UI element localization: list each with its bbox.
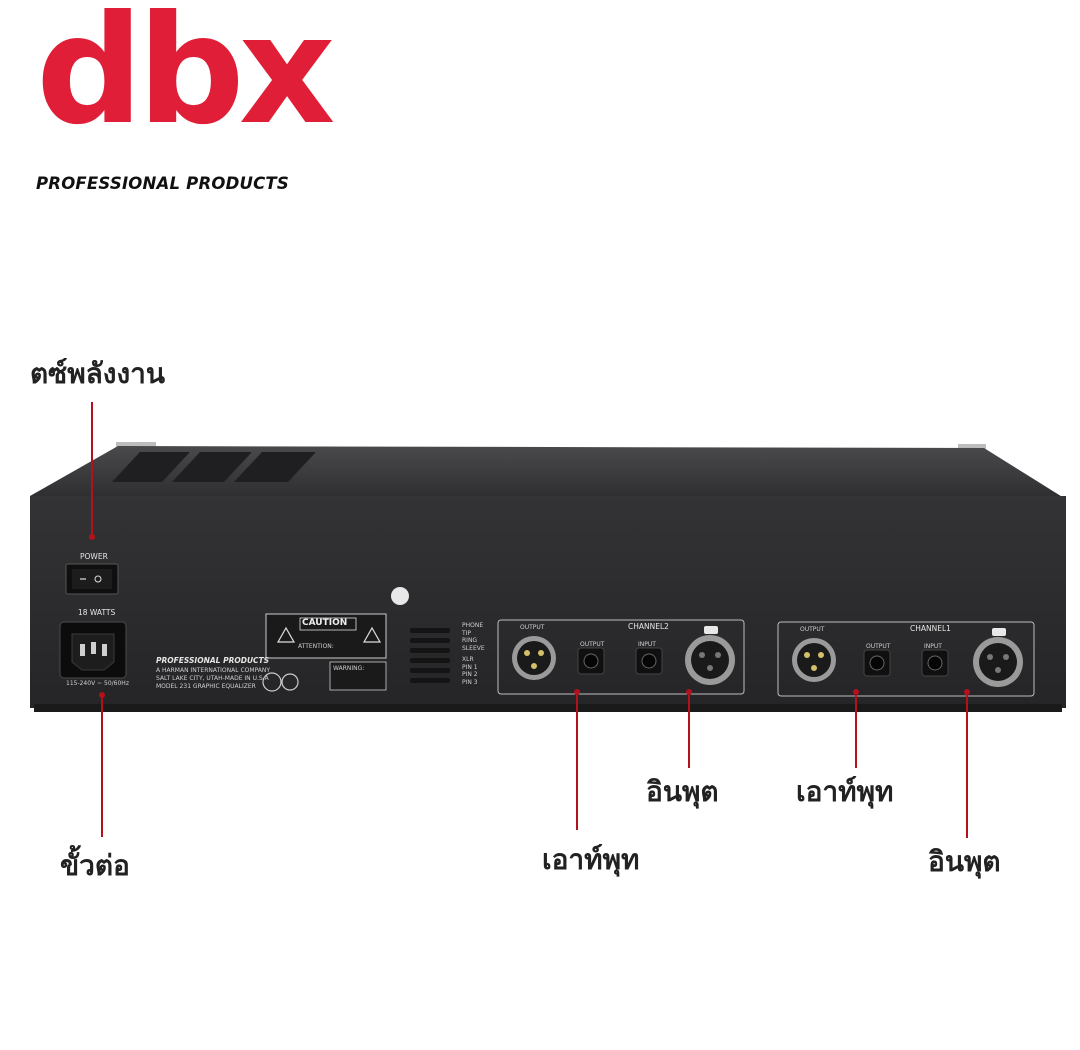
ch1-xlr-output-jack[interactable] [792, 638, 836, 682]
callout-dot-power-connector [99, 692, 105, 698]
logo-wordmark: dbx [36, 0, 335, 158]
label-ch1-input: อินพุต [928, 845, 1001, 878]
ch2-phone-input-label: INPUT [638, 641, 656, 648]
callout-line-ch2-input [688, 692, 690, 768]
label-power-connector: ขั้วต่อ [60, 849, 130, 882]
serial-sticker [391, 587, 409, 605]
channel2-label: CHANNEL2 [628, 622, 669, 631]
ch1-phone-output-jack[interactable] [863, 649, 891, 677]
company-line-3: MODEL 231 GRAPHIC EQUALIZER [156, 683, 256, 690]
power-switch-rocker [72, 569, 112, 589]
rear-vents [410, 628, 450, 683]
ch2-xlr-output-label: OUTPUT [520, 624, 545, 631]
device-body [30, 442, 1066, 712]
attention-text: ATTENTION: [298, 643, 334, 650]
xlr-legend-pin1: PIN 1 [462, 663, 478, 671]
company-line-1: A HARMAN INTERNATIONAL COMPANY [156, 667, 271, 674]
ch2-xlr-input-jack[interactable] [685, 626, 735, 685]
label-power-switch: ตซ์พลังงาน [30, 357, 166, 390]
equalizer-rear-panel: POWER 18 WATTS 115-240V ~ 50/60Hz PROFES… [30, 438, 1070, 720]
label-ch1-output: เอาท์พุท [796, 775, 894, 808]
bottom-edge [34, 704, 1062, 712]
xlr-legend-pin3: PIN 3 [462, 678, 478, 686]
callout-dot-ch1-input [964, 689, 970, 695]
csa-mark [262, 672, 282, 692]
ch2-phone-output-label: OUTPUT [580, 641, 605, 648]
channel1-label: CHANNEL1 [910, 624, 951, 633]
ch1-phone-output-label: OUTPUT [866, 643, 891, 650]
xlr-legend-title: XLR [462, 656, 474, 663]
callout-line-ch1-input [966, 692, 968, 838]
watts-label: 18 WATTS [78, 608, 116, 617]
phone-legend-tip: TIP [462, 629, 472, 637]
power-panel-label: POWER [80, 552, 108, 561]
label-ch2-output: เอาท์พุท [542, 843, 640, 876]
ul-mark [281, 673, 299, 691]
ch1-xlr-output-label: OUTPUT [800, 626, 825, 633]
ch2-phone-output-jack[interactable] [577, 647, 605, 675]
callout-line-ch1-output [855, 692, 857, 768]
xlr-legend: XLR PIN 1 PIN 2 PIN 3 [462, 656, 478, 686]
warning-text: WARNING: [333, 665, 365, 672]
ch1-phone-input-label: INPUT [924, 643, 942, 650]
callout-line-ch2-output [576, 692, 578, 830]
callout-dot-ch2-input [686, 689, 692, 695]
phone-legend-ring: RING [462, 637, 478, 644]
channel1-section [777, 621, 1035, 697]
ch1-phone-input-jack[interactable] [921, 649, 949, 677]
top-vents [112, 452, 316, 482]
caution-label [265, 613, 387, 659]
logo-tagline: PROFESSIONAL PRODUCTS [36, 174, 289, 193]
company-line-2: SALT LAKE CITY, UTAH-MADE IN U.S.A [156, 675, 269, 682]
callout-dot-power-switch [89, 534, 95, 540]
caution-title: CAUTION [302, 618, 348, 628]
callout-line-power-switch [91, 402, 93, 538]
ch2-xlr-output-jack[interactable] [512, 636, 556, 680]
phone-legend-title: PHONE [462, 622, 484, 629]
callout-dot-ch2-output [574, 689, 580, 695]
panel-brand-text: PROFESSIONAL PRODUCTS [156, 656, 270, 665]
ch1-xlr-input-jack[interactable] [973, 628, 1023, 687]
voltage-label: 115-240V ~ 50/60Hz [66, 680, 129, 687]
phone-legend-sleeve: SLEEVE [462, 644, 485, 652]
xlr-legend-pin2: PIN 2 [462, 671, 478, 678]
callout-dot-ch1-output [853, 689, 859, 695]
label-ch2-input: อินพุต [646, 775, 719, 808]
dbx-logo: dbx PROFESSIONAL PRODUCTS [30, 0, 335, 198]
ch2-phone-input-jack[interactable] [635, 647, 663, 675]
channel2-section [497, 619, 745, 695]
phone-legend: PHONE TIP RING SLEEVE [462, 622, 485, 652]
warning-label [329, 661, 387, 691]
callout-line-power-connector [101, 695, 103, 837]
